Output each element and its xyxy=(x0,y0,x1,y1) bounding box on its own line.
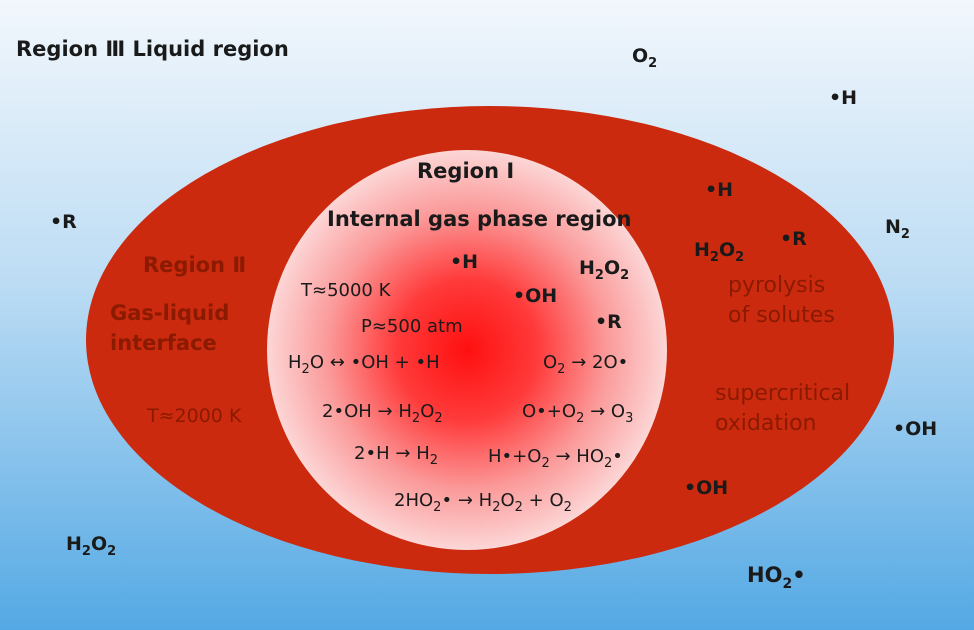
species-h2o2-inner: H2O2 xyxy=(579,257,629,283)
reaction-water-dissociation: H2O ↔ •OH + •H xyxy=(288,352,440,377)
species-oh-inner: •OH xyxy=(513,285,557,307)
species-r-left: •R xyxy=(50,211,77,233)
species-h2o2-bottomleft: H2O2 xyxy=(66,533,116,559)
gas-core-region xyxy=(267,150,667,550)
species-oh-interface: •OH xyxy=(684,477,728,499)
species-oh-right: •OH xyxy=(893,418,937,440)
region1-desc: Internal gas phase region xyxy=(327,207,631,231)
reaction-hydrogen-recombination: 2•H → H2 xyxy=(354,443,438,468)
species-h-top: •H xyxy=(829,87,857,109)
species-n2-right: N2 xyxy=(885,216,910,242)
species-h-inner: •H xyxy=(450,251,478,273)
region2-title: Region Ⅱ xyxy=(143,253,246,277)
region1-temperature: T≈5000 K xyxy=(300,280,392,301)
reaction-hydroperoxyl-recombination: 2HO2• → H2O2 + O2 xyxy=(394,490,572,515)
reaction-hydroxyl-recombination: 2•OH → H2O2 xyxy=(322,401,443,426)
species-r-interface: •R xyxy=(780,228,807,250)
supercritical-line1: supercritical xyxy=(715,381,850,406)
supercritical-line2: oxidation xyxy=(715,411,817,436)
region3-title: Region Ⅲ Liquid region xyxy=(16,37,289,61)
species-r-inner: •R xyxy=(595,311,622,333)
species-o2-top: O2 xyxy=(632,45,657,71)
region1-pressure: P≈500 atm xyxy=(361,316,463,337)
species-ho2-bottom: HO2• xyxy=(747,563,806,592)
region2-desc-line2: interface xyxy=(110,331,217,355)
pyrolysis-line2: of solutes xyxy=(728,303,835,328)
reaction-ozone-formation: O•+O2 → O3 xyxy=(522,401,633,426)
region2-temperature: T≈2000 K xyxy=(146,405,242,427)
reaction-hydroperoxyl-formation: H•+O2 → HO2• xyxy=(488,446,623,471)
species-h2o2-interface: H2O2 xyxy=(694,239,744,265)
region1-title: Region Ⅰ xyxy=(417,159,514,183)
reaction-oxygen-dissociation: O2 → 2O• xyxy=(543,352,628,377)
region2-desc-line1: Gas-liquid xyxy=(110,301,229,325)
pyrolysis-line1: pyrolysis xyxy=(728,273,825,298)
species-h-interface: •H xyxy=(705,179,733,201)
